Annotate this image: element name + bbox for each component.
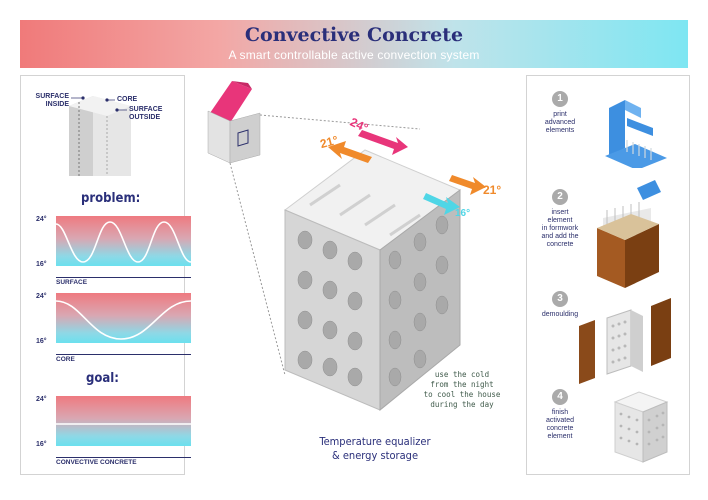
printer-icon: [605, 100, 667, 168]
step-4-text: finish activated concrete element: [545, 409, 575, 440]
temp-21-right: 21°: [483, 183, 502, 197]
wall-slab-illustration: [69, 96, 131, 176]
formwork-icon: [597, 180, 661, 288]
arrow-21-out-right: [449, 175, 486, 195]
step-4-number: 4: [552, 389, 568, 405]
center-caption: Temperature equalizer & energy storage: [300, 435, 450, 463]
page-title: Convective Concrete: [244, 24, 464, 46]
goal-heading: goal:: [86, 371, 119, 386]
step-2-number: 2: [552, 189, 568, 205]
house-icon: [207, 81, 261, 164]
graph-surface: [56, 216, 191, 266]
graph2-top-tick: 24°: [36, 293, 47, 300]
page-subtitle: A smart controllable active convection s…: [228, 48, 480, 62]
step-1-number: 1: [552, 91, 568, 107]
graph1-top-tick: 24°: [36, 216, 47, 223]
convective-wall-illustration: [207, 81, 486, 412]
graph-convective-concrete: [56, 396, 191, 446]
step-3-text: demoulding: [541, 311, 579, 318]
graph3-caption: CONVECTIVE CONCRETE: [56, 457, 191, 466]
graph3-bottom-tick: 16°: [36, 441, 47, 448]
graph-core: [56, 293, 191, 343]
label-surface-outside: SURFACE OUTSIDE: [129, 106, 163, 121]
right-panel: 1 print advanced elements 2 insert eleme…: [526, 75, 690, 475]
graph1-bottom-tick: 16°: [36, 261, 47, 268]
graph2-bottom-tick: 16°: [36, 338, 47, 345]
step-2-text: insert element in formwork and add the c…: [541, 209, 579, 248]
step-3-number: 3: [552, 291, 568, 307]
finished-element-icon: [613, 391, 669, 463]
left-panel: SURFACE INSIDE CORE SURFACE OUTSIDE prob…: [20, 75, 191, 475]
label-surface-inside: SURFACE INSIDE: [35, 93, 69, 108]
caption-line-1: Temperature equalizer: [319, 435, 431, 448]
night-cooling-note: use the cold from the night to cool the …: [423, 370, 501, 409]
arrow-16-in: [423, 193, 460, 215]
title-banner: Convective Concrete A smart controllable…: [20, 20, 688, 68]
temp-16: 16°: [455, 208, 471, 219]
arrow-21-out-left: [328, 141, 372, 163]
arrow-24-in: [358, 130, 408, 155]
graph3-top-tick: 24°: [36, 396, 47, 403]
problem-heading: problem:: [81, 191, 141, 206]
label-core: CORE: [117, 96, 138, 103]
caption-line-2: & energy storage: [331, 449, 419, 462]
graph1-caption: SURFACE: [56, 277, 191, 286]
step-1-text: print advanced elements: [544, 111, 576, 134]
demoulding-icon: [579, 298, 671, 384]
graph2-caption: CORE: [56, 354, 191, 363]
